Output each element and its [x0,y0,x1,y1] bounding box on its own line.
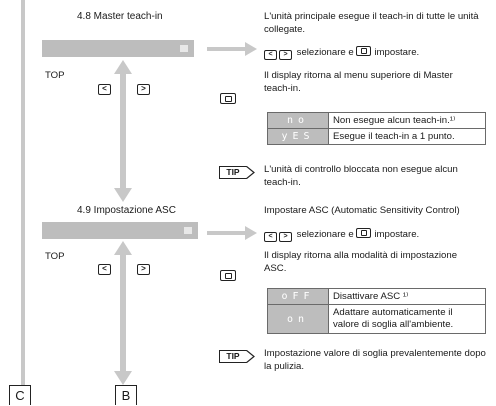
section2-intro: Impostare ASC (Automatic Sensitivity Con… [264,205,460,216]
option-desc: Esegue il teach-in a 1 punto. [328,128,486,145]
tip-label: TIP [219,166,247,179]
ok-key-icon[interactable] [220,93,236,104]
select-text: selezionare e [296,229,354,240]
set-text: impostare. [374,47,420,58]
section1-intro: L'unità principale esegue il teach-in di… [264,11,479,35]
option-code: no [267,112,329,129]
vertical-double-arrow-icon [114,241,132,385]
section2-return-text: Il display ritorna alla modalità di impo… [264,250,458,274]
inline-right-key-icon: > [279,232,292,242]
table-row: oFF Disattivare ASC ¹⁾ [267,288,486,305]
option-desc: Adattare automaticamente il valore di so… [328,304,486,334]
section2-options-table: oFF Disattivare ASC ¹⁾ on Adattare autom… [267,288,486,334]
section2-tip-text: Impostazione valore di soglia prevalente… [264,348,486,372]
horizontal-arrow-icon [207,42,257,56]
lcd-text: Atch [74,58,129,73]
lcd-text: ASc oFF [74,240,183,255]
section1-return-text: Il display ritorna al menu superiore di … [264,70,453,94]
option-code: yES [267,128,329,145]
top-label: TOP [45,251,65,262]
option-desc: Disattivare ASC ¹⁾ [328,288,486,305]
left-key-icon[interactable]: < [98,264,111,275]
section1-tip-text: L'unità di controllo bloccata non esegue… [264,164,458,188]
lcd-display-asc: ASc oFF [42,222,198,255]
lcd-display-atch: Atch [42,40,194,73]
tip-label: TIP [219,350,247,363]
left-key-icon[interactable]: < [98,84,111,95]
table-row: yES Esegue il teach-in a 1 punto. [267,128,486,145]
ok-key-icon[interactable] [220,270,236,281]
section1-options-table: no Non esegue alcun teach-in.¹⁾ yES Eseg… [267,112,486,145]
inline-left-key-icon: < [264,232,277,242]
vertical-double-arrow-icon [114,60,132,202]
horizontal-arrow-icon [207,226,257,240]
section-heading-master-teach-in: 4.8 Master teach-in [77,11,163,22]
tip-arrow-icon [246,166,255,179]
option-code: oFF [267,288,329,305]
select-text: selezionare e [296,47,354,58]
lcd-cursor-icon [184,227,192,234]
inline-left-key-icon: < [264,50,277,60]
section1-select-line: <> selezionare e impostare. [264,46,419,60]
left-margin-bar [21,0,25,386]
right-key-icon[interactable]: > [137,84,150,95]
inline-right-key-icon: > [279,50,292,60]
inline-ok-key-icon [356,46,372,56]
top-label: TOP [45,70,65,81]
section-heading-asc: 4.9 Impostazione ASC [77,205,176,216]
option-desc: Non esegue alcun teach-in.¹⁾ [328,112,486,129]
option-code: on [267,304,329,334]
section2-select-line: <> selezionare e impostare. [264,228,419,242]
frame-label-b: B [115,385,137,405]
lcd-cursor-icon [180,45,188,52]
right-key-icon[interactable]: > [137,264,150,275]
table-row: no Non esegue alcun teach-in.¹⁾ [267,112,486,129]
table-row: on Adattare automaticamente il valore di… [267,304,486,334]
frame-label-c: C [9,385,31,405]
set-text: impostare. [374,229,420,240]
tip-arrow-icon [246,350,255,363]
inline-ok-key-icon [356,228,372,238]
